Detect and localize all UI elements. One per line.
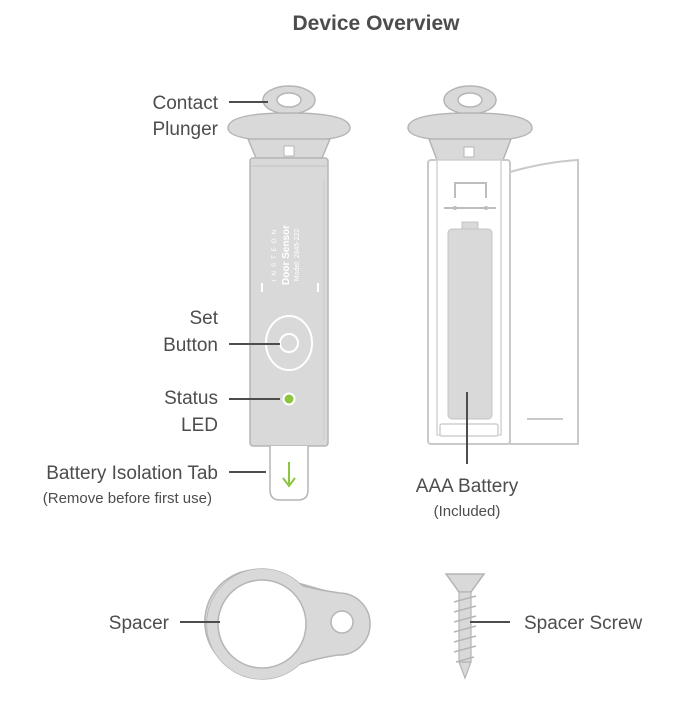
spacer-shape bbox=[206, 568, 371, 680]
label-aaa-battery-note: (Included) bbox=[434, 503, 501, 520]
label-set-line2: Button bbox=[163, 335, 218, 356]
label-status-line1: Status bbox=[164, 388, 218, 409]
label-aaa-battery: AAA Battery bbox=[416, 476, 519, 497]
page-title: Device Overview bbox=[293, 12, 461, 35]
label-battery-tab-note: (Remove before first use) bbox=[43, 490, 212, 507]
battery-isolation-tab[interactable] bbox=[269, 446, 309, 501]
contact-plunger bbox=[227, 85, 351, 159]
model-text: Model: 2845-222 bbox=[294, 229, 301, 282]
label-status-line2: LED bbox=[181, 415, 218, 436]
battery-cover bbox=[509, 158, 579, 445]
leader-lines bbox=[180, 101, 510, 623]
label-battery-tab: Battery Isolation Tab bbox=[46, 463, 218, 484]
spacer-screw bbox=[444, 573, 486, 680]
label-set-line1: Set bbox=[189, 308, 218, 329]
sensor-open-view bbox=[407, 85, 579, 445]
set-button[interactable] bbox=[265, 315, 313, 371]
label-spacer: Spacer bbox=[109, 613, 170, 634]
brand-text: I N S T E O N bbox=[271, 229, 278, 282]
device-label-text: I N S T E O N Door Sensor Model: 2845-22… bbox=[271, 225, 301, 285]
label-contact-line2: Plunger bbox=[153, 119, 219, 140]
label-spacer-screw: Spacer Screw bbox=[524, 613, 643, 634]
label-contact-line1: Contact bbox=[153, 93, 219, 114]
aaa-battery bbox=[447, 221, 493, 420]
product-text: Door Sensor bbox=[281, 225, 292, 285]
sensor-front-view: I N S T E O N Door Sensor Model: 2845-22… bbox=[227, 85, 351, 501]
status-led bbox=[282, 392, 296, 406]
